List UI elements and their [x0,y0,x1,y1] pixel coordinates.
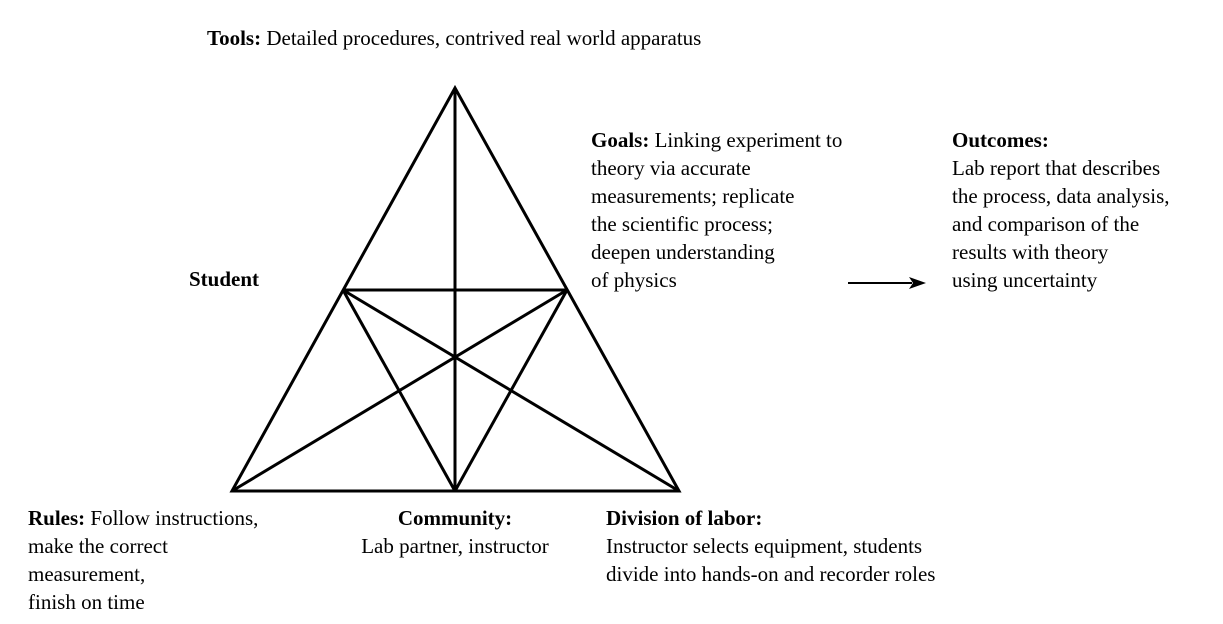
bottom-left-to-right-mid [231,288,568,493]
goals-label: Goals: [591,128,650,152]
division-of-labor-node: Division of labor: Instructor selects eq… [606,504,935,588]
rules-line: Follow instructions, [90,506,259,530]
community-text: Lab partner, instructor [361,534,549,558]
outcomes-node: Outcomes: Lab report that describes the … [952,126,1170,294]
goals-node: Goals: Linking experiment to theory via … [591,126,842,294]
rules-line: make the correct [28,534,168,558]
rules-line: measurement, [28,562,146,586]
arrow-right-icon [848,277,926,289]
outcomes-line: and comparison of the [952,212,1140,236]
division-line: Instructor selects equipment, students [606,534,923,558]
goals-line: Linking experiment to [654,128,843,152]
tools-node: Tools: Detailed procedures, contrived re… [207,24,701,52]
student-label: Student [189,267,260,291]
student-node: Student [189,265,259,293]
division-label: Division of labor: [606,506,763,530]
rules-line: finish on time [28,590,145,614]
outcomes-line: the process, data analysis, [952,184,1170,208]
rules-node: Rules: Follow instructions, make the cor… [28,504,258,616]
outcomes-line: results with theory [952,240,1109,264]
tools-label: Tools: [207,26,262,50]
division-line: divide into hands-on and recorder roles [606,562,936,586]
outcomes-label: Outcomes: [952,128,1049,152]
outcomes-line: using uncertainty [952,268,1098,292]
goals-line: deepen understanding [591,240,775,264]
community-node: Community: Lab partner, instructor [300,504,610,560]
rules-label: Rules: [28,506,86,530]
goals-line: of physics [591,268,677,292]
outcomes-line: Lab report that describes [952,156,1161,180]
bottom-right-to-left-mid [342,288,680,493]
goals-line: the scientific process; [591,212,773,236]
goals-line: measurements; replicate [591,184,795,208]
tools-text: Detailed procedures, contrived real worl… [266,26,702,50]
goals-line: theory via accurate [591,156,751,180]
community-label: Community: [397,506,513,530]
